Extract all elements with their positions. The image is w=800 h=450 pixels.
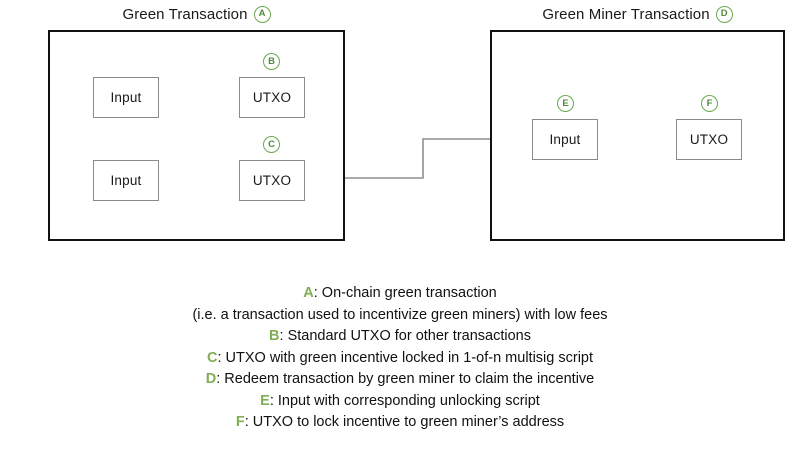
legend-key-f: F bbox=[235, 414, 245, 430]
badge-c: C bbox=[263, 136, 280, 153]
legend-line-a: A: On-chain green transaction bbox=[0, 283, 800, 305]
legend-key-e: E bbox=[260, 392, 270, 409]
legend-line-a-cont: (i.e. a transaction used to incentivize … bbox=[0, 305, 800, 327]
input-box-e[interactable]: Input bbox=[532, 119, 598, 160]
badge-e-label: E bbox=[562, 97, 569, 109]
legend-text-b: : Standard UTXO for other transactions bbox=[279, 328, 531, 344]
badge-b: B bbox=[263, 53, 280, 70]
legend-text-c: : UTXO with green incentive locked in 1-… bbox=[217, 349, 594, 366]
input-box-2[interactable]: Input bbox=[93, 160, 159, 201]
badge-b-label: B bbox=[268, 55, 275, 67]
input-box-e-label: Input bbox=[549, 132, 581, 147]
legend: A: On-chain green transaction (i.e. a tr… bbox=[0, 283, 800, 434]
legend-text-a: : On-chain green transaction bbox=[313, 285, 497, 301]
legend-text-d: : Redeem transaction by green miner to c… bbox=[216, 371, 595, 387]
legend-line-d: D: Redeem transaction by green miner to … bbox=[0, 369, 800, 391]
panel-title-text-2: Green Miner Transaction bbox=[542, 5, 710, 23]
panel-title-green-miner-transaction: Green Miner Transaction D bbox=[490, 4, 785, 24]
input-box-1[interactable]: Input bbox=[93, 77, 159, 118]
utxo-box-f[interactable]: UTXO bbox=[676, 119, 742, 160]
badge-a: A bbox=[253, 5, 271, 23]
legend-line-c: C: UTXO with green incentive locked in 1… bbox=[0, 348, 800, 370]
legend-key-b: B bbox=[269, 328, 280, 344]
utxo-box-b[interactable]: UTXO bbox=[239, 77, 305, 118]
utxo-box-b-label: UTXO bbox=[252, 90, 292, 105]
legend-line-f: F: UTXO to lock incentive to green miner… bbox=[0, 412, 800, 434]
utxo-box-c[interactable]: UTXO bbox=[239, 160, 305, 201]
legend-key-c: C bbox=[206, 349, 218, 366]
legend-line-b: B: Standard UTXO for other transactions bbox=[0, 326, 800, 348]
badge-d: D bbox=[715, 5, 733, 23]
utxo-box-c-label: UTXO bbox=[252, 173, 292, 188]
legend-text-f: : UTXO to lock incentive to green miner’… bbox=[244, 414, 565, 430]
utxo-box-f-label: UTXO bbox=[689, 132, 729, 147]
legend-line-e: E: Input with corresponding unlocking sc… bbox=[0, 391, 800, 413]
legend-key-d: D bbox=[205, 371, 217, 387]
green-transaction-container bbox=[48, 30, 345, 241]
badge-f-label: F bbox=[706, 97, 713, 109]
legend-text-e: : Input with corresponding unlocking scr… bbox=[269, 392, 540, 409]
badge-c-label: C bbox=[268, 138, 275, 150]
panel-title-green-transaction: Green Transaction A bbox=[48, 4, 345, 24]
badge-e: E bbox=[557, 95, 574, 112]
legend-key-a: A bbox=[303, 285, 314, 301]
input-box-1-label: Input bbox=[110, 90, 142, 105]
panel-title-text: Green Transaction bbox=[122, 5, 248, 23]
badge-f: F bbox=[701, 95, 718, 112]
legend-text-a-cont: (i.e. a transaction used to incentivize … bbox=[192, 306, 608, 323]
input-box-2-label: Input bbox=[110, 173, 142, 188]
